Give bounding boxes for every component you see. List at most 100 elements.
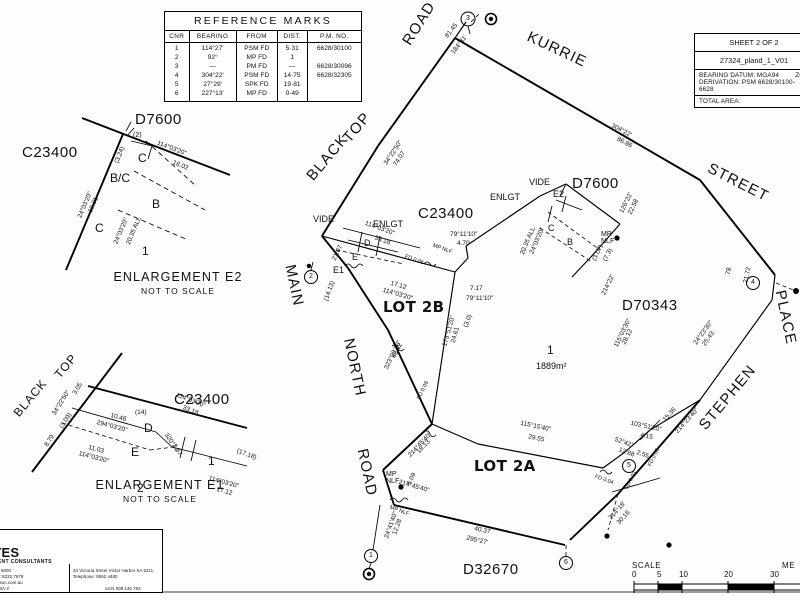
cell-bearing: — (189, 63, 237, 72)
cell-dist: 19·81 (277, 81, 308, 90)
corner-marker-5: 5 (627, 462, 631, 469)
annotation-vide-left: VIDE (313, 214, 335, 224)
cell-from: PSM FD (236, 42, 278, 54)
bearing-datum-value: MGA94 (756, 72, 780, 79)
e1-title: ENLARGEMENT E1 (95, 478, 225, 492)
table-header-row: CNR BEARING FROM DIST. P.M. NO. (165, 31, 361, 43)
annotation-mp-nlf-bottom: MP NLF (386, 471, 400, 485)
title-block: REW OCIATES & DEVELOPMENT CONSULTANTS St… (0, 529, 163, 593)
sheet-info-box: SHEET 2 OF 2 27324_pland_1_V01 BEARING D… (694, 33, 800, 108)
enlargement-e1-linework (31, 352, 248, 473)
lot-area-1: 1889m² (536, 361, 567, 371)
e2-parcel-c-upper: C (138, 151, 147, 165)
bearing-datum-row: BEARING DATUM: MGA94 ZON DERIVATION: PSM… (695, 70, 800, 96)
cell-bearing: 27°29' (189, 81, 237, 90)
cell-cnr: 5 (165, 81, 190, 90)
e2-corner-marker-2: (2) (133, 132, 142, 139)
cell-bearing: 114°27' (189, 42, 237, 54)
table-row: 1 114°27' PSM FD 5·31 6628/30100 (165, 42, 361, 54)
cell-dist: 5·31 (277, 42, 308, 54)
contact-line-1: Street, Adelaide SA 5000 (0, 568, 12, 573)
cell-cnr: 3 (165, 63, 190, 72)
job-number: 209294-3A-2 (0, 586, 9, 591)
cell-from: SPK FD (236, 81, 278, 90)
plan-ref-d7600: D7600 (572, 175, 619, 192)
cell-cnr: 6 (165, 90, 190, 101)
title-block-divider (69, 564, 70, 592)
scale-tick-10: 10 (679, 570, 688, 579)
scale-tick-0: 0 (632, 570, 637, 579)
annotation-vide-right: VIDE (529, 177, 551, 187)
col-from: FROM (236, 31, 278, 43)
cell-pmno (307, 81, 361, 90)
scale-tick-5: 5 (657, 570, 662, 579)
table-row: 6 227°13' MP FD 0·49 (165, 90, 361, 101)
total-area-row: TOTAL AREA: (699, 98, 741, 105)
dist-4: 4.70 (457, 240, 470, 247)
sheet-number: SHEET 2 OF 2 (695, 34, 800, 52)
scale-label: SCALE (632, 561, 662, 570)
scale-tick-30: 30 (770, 570, 779, 579)
e1-parcel-d: D (144, 421, 153, 435)
cell-bearing: 92° (189, 54, 237, 63)
cell-pmno: 6628/30096 (316, 63, 352, 71)
annotation-parcel-e: E (352, 252, 359, 262)
e1-bearing-9: (14) (135, 409, 147, 416)
table-row: 3 — PM FD — 6628/30096 (165, 63, 361, 72)
cell-pmno (307, 54, 361, 63)
e1-parcel-2: 2 (137, 481, 144, 495)
cell-from: MP FD (236, 54, 278, 63)
enlargement-e2-caption: ENLARGEMENT E2 NOT TO SCALE (78, 270, 278, 296)
acn-number: ACN 008 146 763 (105, 586, 141, 591)
derivation-value: PSM 6628/30100-6628 (699, 79, 795, 93)
reference-marks-table: REFERENCE MARKS CNR BEARING FROM DIST. P… (164, 11, 362, 102)
e2-plan-ref-c23400: C23400 (22, 144, 78, 161)
annotation-parcel-c: C (548, 223, 555, 233)
corner-marker-1: 1 (369, 552, 373, 559)
cell-dist: — (277, 63, 308, 72)
lot-label-2b: LOT 2B (383, 298, 445, 316)
scale-bar-graphic (633, 581, 800, 593)
reference-marks-title: REFERENCE MARKS (165, 12, 361, 31)
plan-ref-c23400: C23400 (418, 205, 474, 222)
firm-subtitle: & DEVELOPMENT CONSULTANTS (0, 559, 52, 565)
e1-plan-ref-c23400: C23400 (174, 391, 230, 408)
contact-line-2: 223 1104 Facsimile: 8232 7678 (0, 574, 24, 579)
lot-label-1: 1 (547, 343, 554, 357)
table-row: 4 304°22' PSM FD 14·75 6628/32305 (165, 72, 361, 81)
bearing-4: 79°11'10" (450, 231, 478, 238)
cell-cnr: 2 (165, 54, 190, 63)
cell-pmno (307, 90, 361, 101)
firm-name-line2: OCIATES (0, 545, 20, 560)
col-cnr: CNR (165, 31, 190, 43)
annotation-parcel-b: B (567, 237, 574, 247)
col-pmno: P.M. NO. (307, 31, 361, 43)
e2-parcel-bc: B/C (110, 171, 131, 185)
plan-id: 27324_pland_1_V01 (695, 52, 800, 70)
e2-plan-ref-d7600: D7600 (135, 111, 182, 128)
main-plan-linework (304, 11, 799, 581)
e2-title: ENLARGEMENT E2 (113, 270, 243, 284)
cell-dist: 14·75 (277, 72, 308, 81)
e2-parcel-c-lower: C (95, 221, 104, 235)
enlargement-e1-caption: ENLARGEMENT E1 NOT TO SCALE (60, 478, 260, 504)
e2-parcel-1: 1 (142, 244, 149, 258)
derivation-label: DERIVATION: (699, 79, 740, 86)
annotation-enlgt-right: ENLGT (490, 192, 521, 202)
corner-marker-3: 3 (466, 15, 470, 22)
e1-parcel-e: E (131, 445, 140, 459)
e2-parcel-b: B (152, 197, 161, 211)
lot-label-2a: LOT 2A (474, 457, 536, 475)
cell-pmno: 6628/30100 (316, 45, 352, 53)
cell-from: MP FD (236, 90, 278, 101)
dist-5: 7.17 (470, 285, 483, 292)
annotation-parcel-d: D (364, 238, 371, 248)
scale-tick-20: 20 (724, 570, 733, 579)
plan-ref-d70343: D70343 (622, 297, 678, 314)
cell-cnr: 1 (165, 42, 190, 54)
contact-line-3: yon@andrewandassoc.com.au (0, 580, 23, 585)
cell-dist: 0·49 (277, 90, 308, 101)
cell-dist: 1 (277, 54, 308, 63)
cell-from: PM FD (236, 63, 278, 72)
